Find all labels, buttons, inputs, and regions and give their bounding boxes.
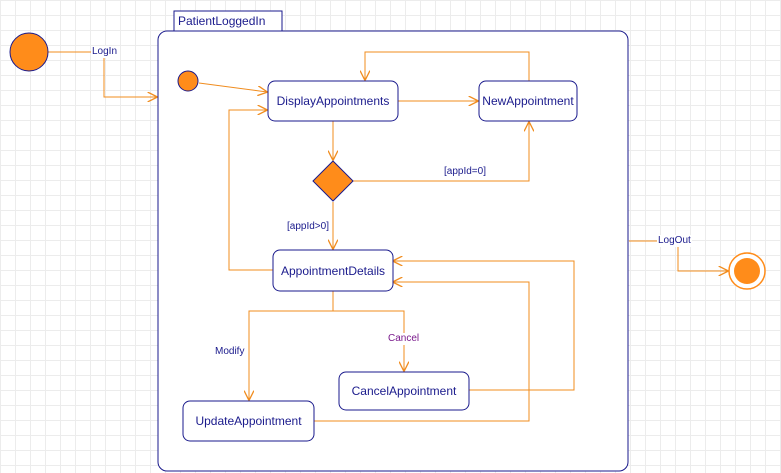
state-appointment-details-label: AppointmentDetails xyxy=(280,263,386,278)
transition-cancel-label: Cancel xyxy=(387,333,421,345)
edge-choice-to-new xyxy=(353,122,529,182)
state-cancel-appointment-label: CancelAppointment xyxy=(351,384,457,398)
state-cancel-appointment-box[interactable] xyxy=(338,371,470,411)
edge-cancel-to-details xyxy=(393,261,575,391)
choice-node[interactable] xyxy=(312,160,354,202)
state-display-appointments-box[interactable] xyxy=(267,80,399,122)
state-update-appointment-label: UpdateAppointment xyxy=(195,414,302,428)
initial-node-outer[interactable] xyxy=(9,32,49,72)
edge-details-to-update xyxy=(249,291,334,400)
guard-appid-zero-label: [appId=0] xyxy=(443,166,487,178)
state-new-appointment-label: NewAppointment xyxy=(482,94,574,108)
final-node[interactable] xyxy=(728,252,766,290)
edge-login xyxy=(48,51,157,97)
edge-new-to-display xyxy=(365,51,530,81)
state-appointment-details-box[interactable] xyxy=(272,249,394,292)
transition-modify-label: Modify xyxy=(214,346,246,358)
edge-initial-to-display xyxy=(198,82,267,92)
state-display-appointments-label: DisplayAppointments xyxy=(276,94,390,108)
state-new-appointment-box[interactable] xyxy=(478,80,578,122)
state-update-appointment-box[interactable] xyxy=(182,400,315,442)
composite-state-box[interactable] xyxy=(157,30,629,472)
edge-details-to-cancel xyxy=(333,310,404,371)
composite-state-title: PatientLoggedIn xyxy=(178,14,266,28)
edge-logout xyxy=(629,240,728,271)
initial-node-inner[interactable] xyxy=(177,70,199,92)
edge-details-to-display xyxy=(228,110,273,271)
transition-logout-label: LogOut xyxy=(657,235,692,247)
edge-update-to-details xyxy=(314,282,530,422)
guard-appid-positive-label: [appId>0] xyxy=(286,221,330,233)
transition-login-label: LogIn xyxy=(91,46,119,58)
